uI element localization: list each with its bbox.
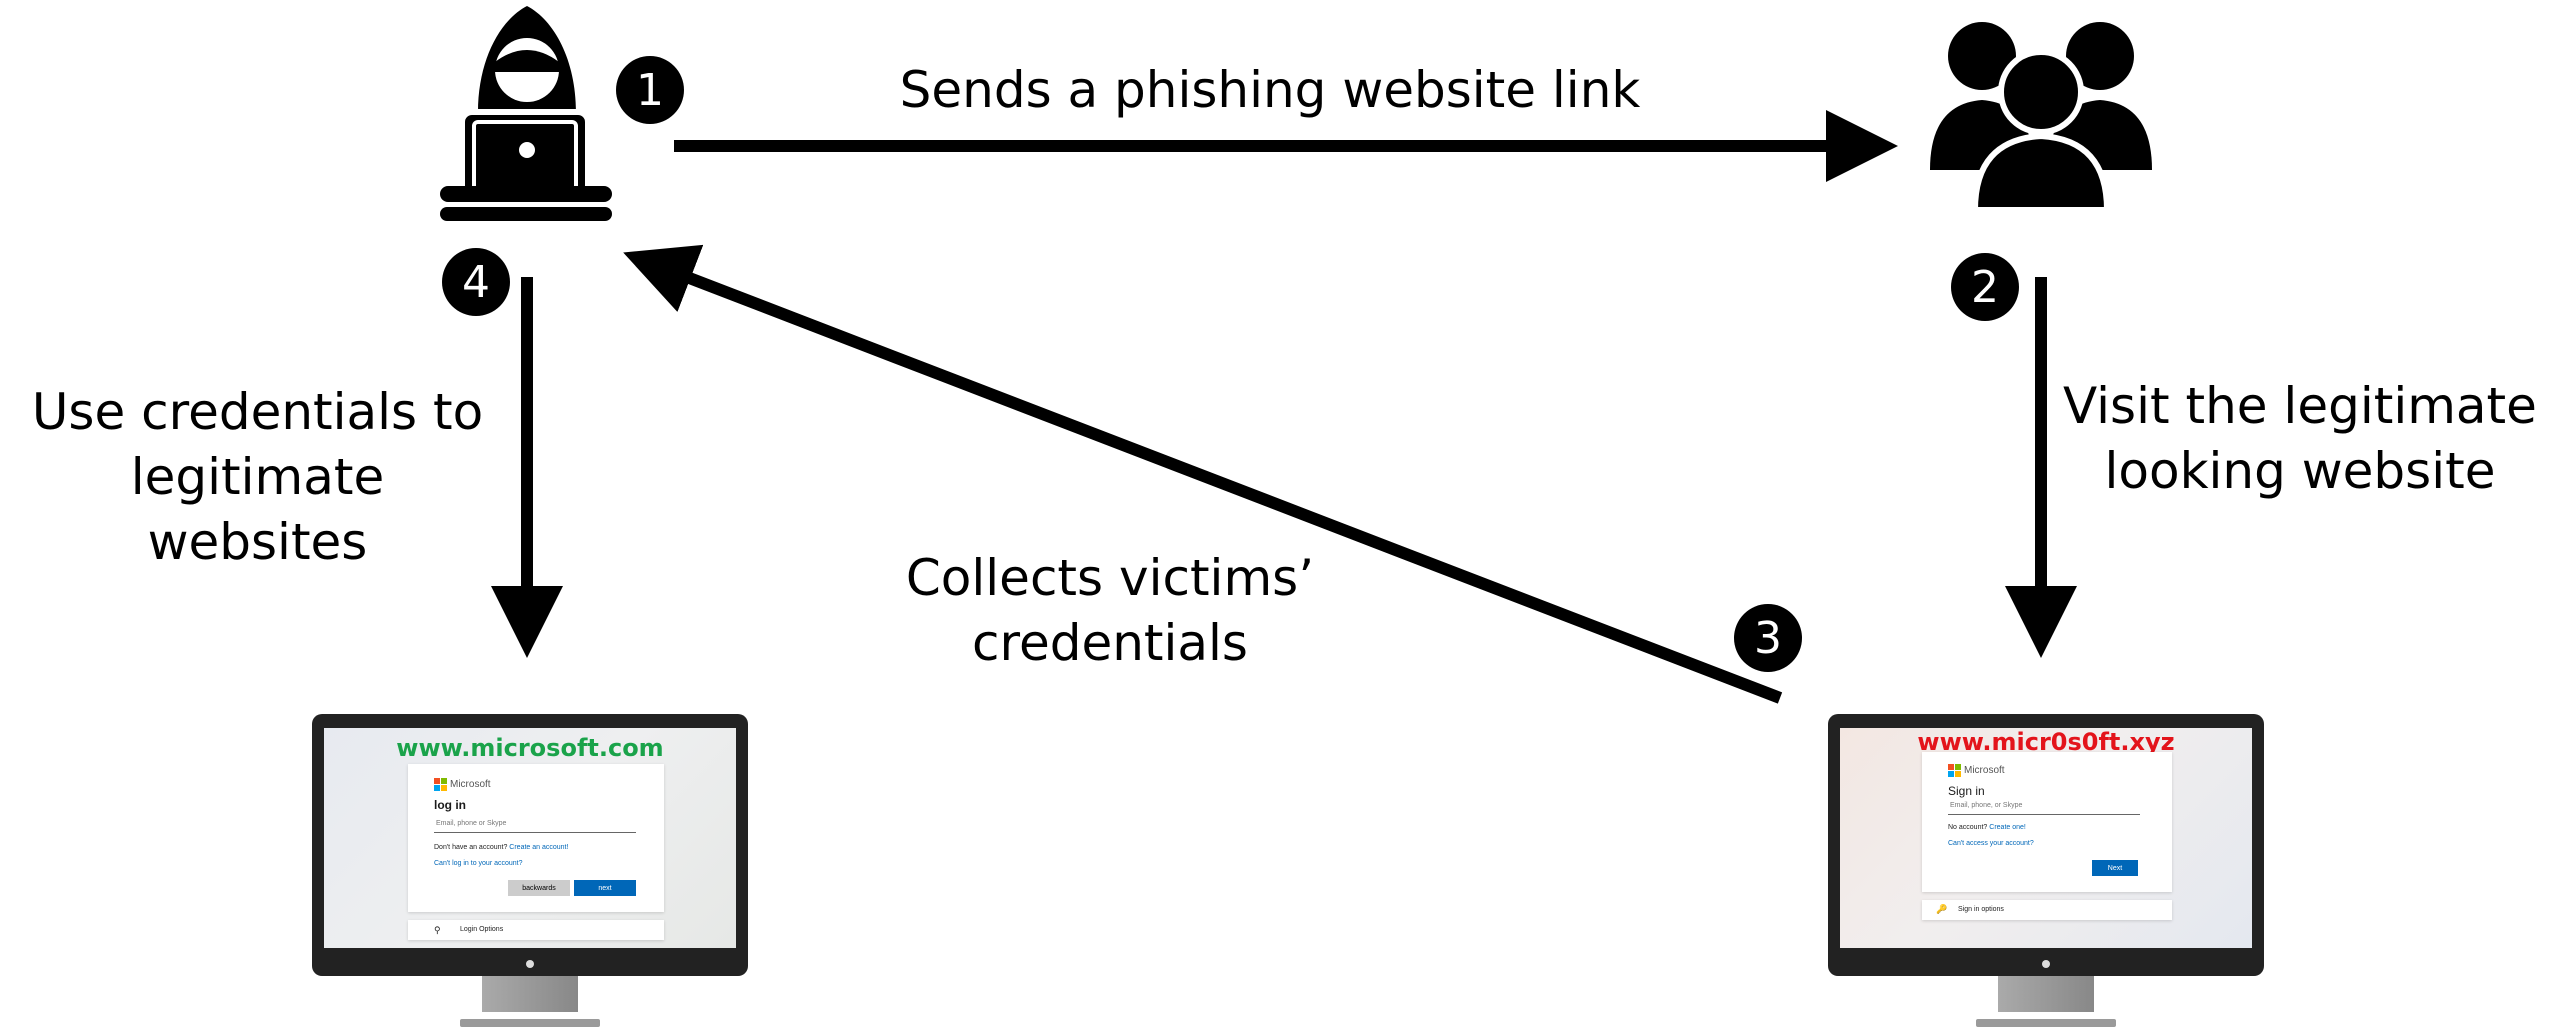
legitimate-monitor-base: [460, 1019, 600, 1027]
login-card: Microsoft log in Email, phone or Skype D…: [408, 764, 664, 912]
phishing-monitor-stand: [1998, 976, 2094, 1012]
legitimate-monitor-stand: [482, 976, 578, 1012]
label-use-line2: legitimate: [130, 448, 385, 506]
legitimate-url: www.microsoft.com: [396, 734, 664, 762]
label-visit-line2: looking website: [2104, 442, 2496, 500]
label-collect-credentials: Collects victims’ credentials: [860, 546, 1360, 676]
email-field[interactable]: Email, phone, or Skype: [1948, 802, 2140, 815]
legitimate-site-screen: www.microsoft.com Microsoft log in Email…: [324, 728, 736, 948]
phishing-site-monitor: www.micr0s0ft.xyz Microsoft Sign in Emai…: [1828, 714, 2264, 976]
label-use-line3: websites: [147, 513, 368, 571]
key-icon: 🔑: [1936, 904, 1948, 914]
brand-name: Microsoft: [450, 779, 491, 790]
no-account-line: No account? Create one!: [1948, 824, 2026, 831]
hacker-icon: [440, 6, 612, 221]
no-account-text: No account?: [1948, 824, 1988, 831]
victims-group-icon: [1930, 22, 2152, 213]
step-badge-1: 1: [616, 56, 684, 124]
signin-options-text[interactable]: Sign in options: [1958, 906, 2004, 913]
label-use-credentials: Use credentials to legitimate websites: [0, 380, 515, 575]
brand-name: Microsoft: [1964, 765, 2005, 776]
microsoft-logo-icon: Microsoft: [1948, 764, 2005, 777]
create-one-link[interactable]: Create one!: [1989, 824, 2026, 831]
step-badge-4: 4: [442, 248, 510, 316]
login-heading: log in: [434, 798, 466, 812]
arrow-collect-credentials: [623, 244, 1783, 704]
cant-access-text[interactable]: Can't access your account?: [1948, 840, 2034, 847]
label-collect-line2: credentials: [972, 614, 1248, 672]
next-button[interactable]: Next: [2092, 860, 2138, 876]
next-button[interactable]: next: [574, 880, 636, 896]
label-sends-link: Sends a phishing website link: [860, 58, 1680, 123]
create-account-link[interactable]: Create an account!: [509, 844, 569, 851]
signin-heading: Sign in: [1948, 784, 1985, 798]
label-visit-site: Visit the legitimate looking website: [2040, 374, 2557, 504]
no-account-text: Don't have an account?: [434, 844, 508, 851]
signin-options-bar[interactable]: 🔑 Sign in options: [1922, 900, 2172, 920]
legitimate-site-monitor: www.microsoft.com Microsoft log in Email…: [312, 714, 748, 976]
signin-card: Microsoft Sign in Email, phone, or Skype…: [1922, 752, 2172, 892]
email-field[interactable]: Email, phone or Skype: [434, 820, 636, 833]
no-account-line: Don't have an account? Create an account…: [434, 844, 568, 851]
step-badge-2: 2: [1951, 253, 2019, 321]
label-visit-line1: Visit the legitimate: [2063, 377, 2537, 435]
login-options-text[interactable]: Login Options: [460, 926, 504, 933]
step-badge-3: 3: [1734, 604, 1802, 672]
back-button[interactable]: backwards: [508, 880, 570, 896]
cant-access-text[interactable]: Can't log in to your account?: [434, 860, 523, 867]
key-icon: ⚲: [434, 925, 441, 935]
label-sends-link-text: Sends a phishing website link: [899, 61, 1641, 119]
label-use-line1: Use credentials to: [31, 383, 484, 441]
label-collect-line1: Collects victims’: [905, 549, 1315, 607]
login-options-bar[interactable]: ⚲ Login Options: [408, 920, 664, 940]
phishing-site-screen: www.micr0s0ft.xyz Microsoft Sign in Emai…: [1840, 728, 2252, 948]
power-button-icon: [2042, 960, 2050, 968]
microsoft-logo-icon: Microsoft: [434, 778, 491, 791]
cant-access-link[interactable]: Can't log in to your account?: [434, 860, 523, 867]
phishing-url: www.micr0s0ft.xyz: [1917, 728, 2175, 756]
cant-access-link[interactable]: Can't access your account?: [1948, 840, 2034, 847]
phishing-monitor-base: [1976, 1019, 2116, 1027]
power-button-icon: [526, 960, 534, 968]
